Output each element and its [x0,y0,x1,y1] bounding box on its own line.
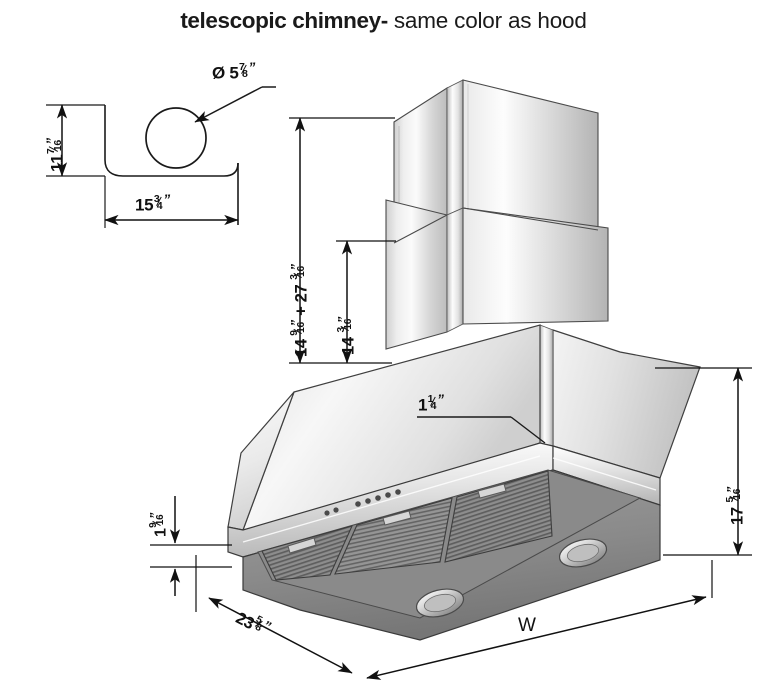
diameter-leader [194,86,276,123]
dim-label-width: W [518,615,536,636]
dim-width [366,595,707,680]
filter-2 [334,497,453,575]
hood-canopy [227,324,701,531]
duct-outlet-circle [145,107,207,169]
dim-lip-thickness-leader [417,416,546,444]
dim-plan-group [195,555,713,680]
speed-buttons[interactable] [355,489,401,507]
filter-handle-3 [477,483,507,499]
page-title: telescopic chimney- same color as hood [0,8,767,34]
filter-3 [444,470,553,563]
filter-handle-1 [287,537,317,554]
control-panel[interactable] [324,489,401,516]
dim-depth [208,597,353,674]
telescopic-chimney [385,79,609,350]
light-2-lens [566,543,600,563]
page-title-bold: telescopic chimney- [180,8,388,33]
filter-1 [261,525,353,581]
dim-canopy-height-group [655,367,752,556]
dim-rim-height-group [150,496,232,596]
page-title-light: same color as hood [387,8,587,33]
baffle-filters[interactable] [261,470,553,581]
light-buttons[interactable] [324,507,339,516]
filter-handles[interactable] [287,483,507,554]
filter-handle-2 [382,510,412,526]
dim-chimney-group [289,117,396,364]
